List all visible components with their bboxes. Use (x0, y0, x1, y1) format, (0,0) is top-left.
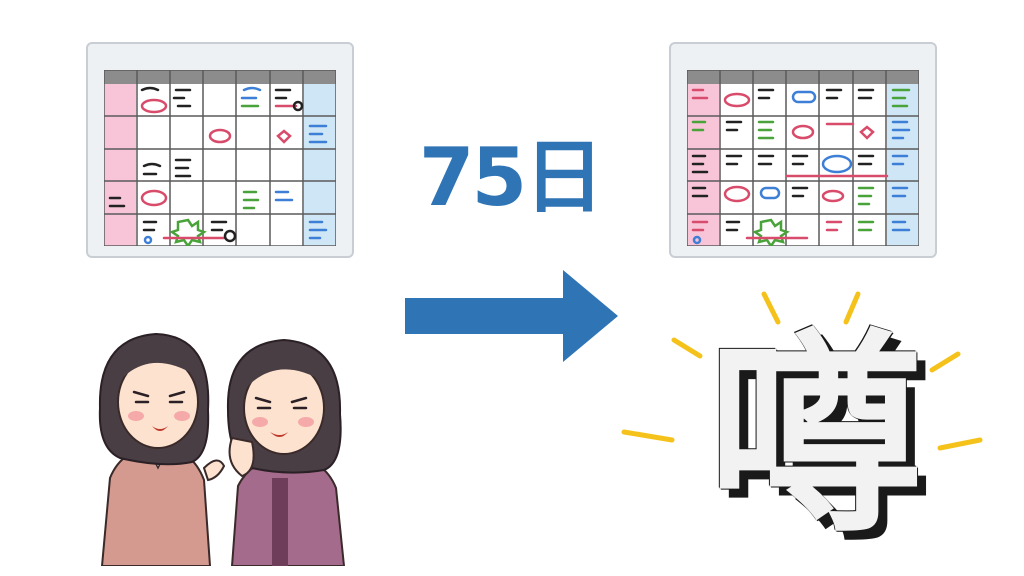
rumor-character: 噂 噂 (690, 328, 940, 568)
calendar-after (669, 42, 937, 258)
duration-label: 75日 (418, 131, 604, 224)
calendar-before (86, 42, 354, 258)
calendar-full-icon (687, 70, 919, 246)
right-arrow-icon (405, 270, 618, 362)
burst-lines-icon (621, 291, 983, 451)
gossiping-women-icon (98, 332, 346, 566)
rumor-text: 噂 (707, 310, 923, 561)
rumor-shadow: 噂 (716, 319, 932, 570)
calendar-sparse-icon (104, 70, 336, 246)
